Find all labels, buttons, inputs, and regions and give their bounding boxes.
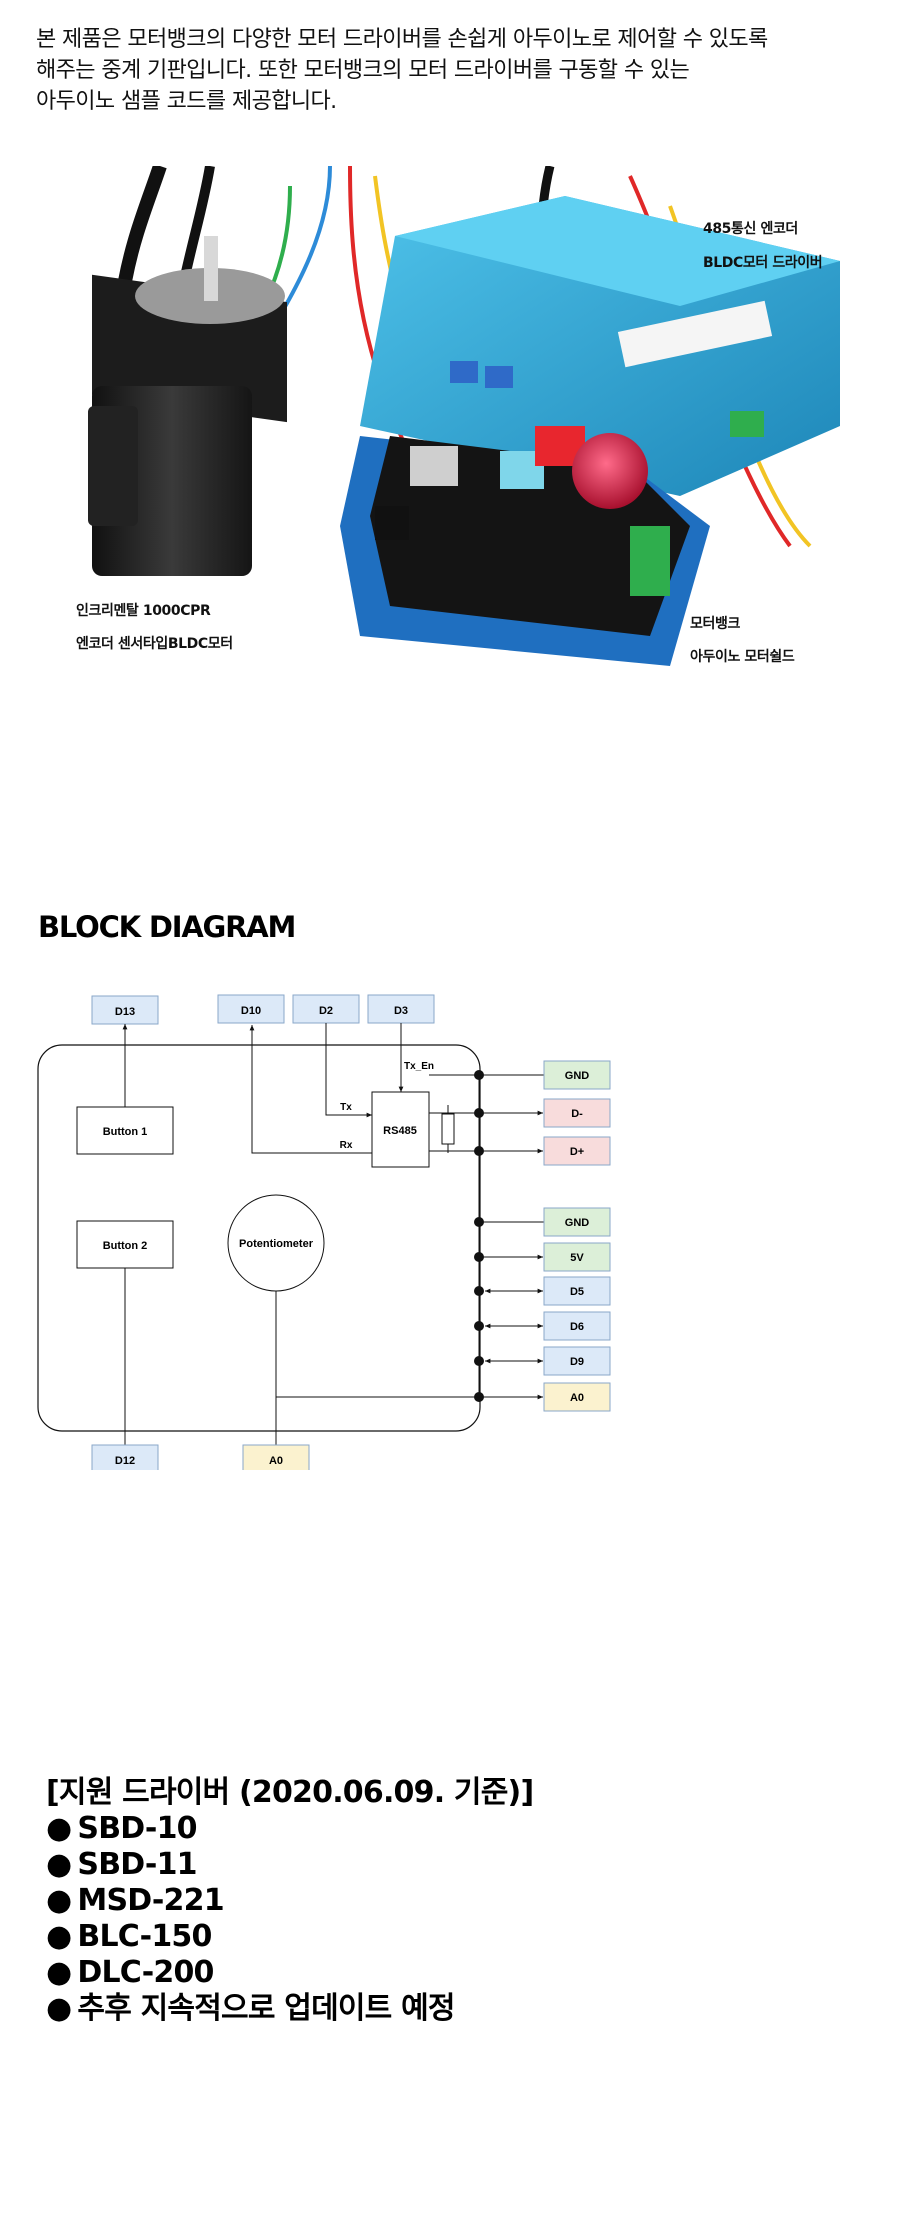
pin-d9: D9 — [474, 1346, 611, 1376]
pin-d-minus-label: D- — [571, 1108, 583, 1120]
driver-item: ●추후 지속적으로 업데이트 예정 — [46, 1991, 866, 2027]
intro-line-3: 아두이노 샘플 코드를 제공합니다. — [36, 89, 337, 114]
pin-d13-label: D13 — [115, 1006, 135, 1018]
motor-label-line-1: 인크리멘탈 1000CPR — [76, 603, 211, 619]
pin-gnd-1-label: GND — [565, 1070, 590, 1082]
block-diagram: D13 D10 D2 D3 Button 1 Button 2 Potentio… — [37, 994, 611, 1470]
pin-a0-bottom: A0 — [242, 1444, 310, 1470]
driver-item-label: BLC-150 — [77, 1919, 212, 1954]
driver-item-label: SBD-11 — [77, 1847, 197, 1882]
pin-d3: D3 — [367, 994, 435, 1024]
button-2-block: Button 2 — [76, 1220, 174, 1269]
bullet-icon: ● — [46, 1847, 72, 1882]
potentiometer-block: Potentiometer — [227, 1194, 325, 1292]
shield-label-line-2: 아두이노 모터쉴드 — [690, 649, 795, 665]
button-1-block: Button 1 — [76, 1106, 174, 1155]
driver-item: ●SBD-11 — [46, 1847, 866, 1883]
pin-gnd-2: GND — [474, 1207, 611, 1237]
pin-d12-label: D12 — [115, 1455, 135, 1467]
pin-5v-label: 5V — [570, 1252, 584, 1264]
pin-gnd-2-label: GND — [565, 1217, 590, 1229]
driver-item: ●BLC-150 — [46, 1919, 866, 1955]
pin-d-plus-label: D+ — [570, 1146, 584, 1158]
button-2-label: Button 2 — [103, 1240, 148, 1252]
pin-d12: D12 — [91, 1444, 159, 1470]
signal-rx: Rx — [340, 1140, 353, 1151]
intro-text: 본 제품은 모터뱅크의 다양한 모터 드라이버를 손쉽게 아두이노로 제어할 수… — [36, 24, 876, 117]
pin-a0-right-label: A0 — [570, 1392, 584, 1404]
bullet-icon: ● — [46, 1883, 72, 1918]
pin-d6: D6 — [474, 1311, 611, 1341]
pin-gnd-1: GND — [474, 1060, 611, 1090]
pin-d-plus: D+ — [474, 1136, 611, 1166]
signal-tx: Tx — [340, 1102, 352, 1113]
pin-d5-label: D5 — [570, 1286, 584, 1298]
board-outline — [37, 1044, 481, 1432]
driver-item-label: 추후 지속적으로 업데이트 예정 — [77, 1991, 455, 2026]
bullet-icon: ● — [46, 1811, 72, 1846]
termination-resistor — [441, 1113, 455, 1145]
intro-line-2: 해주는 중계 기판입니다. 또한 모터뱅크의 모터 드라이버를 구동할 수 있는 — [36, 58, 690, 83]
product-photo — [88, 166, 840, 666]
driver-item-label: MSD-221 — [77, 1883, 224, 1918]
pin-a0-bottom-label: A0 — [269, 1455, 283, 1467]
driver-label-line-1: 485통신 엔코더 — [703, 221, 798, 237]
driver-item-label: SBD-10 — [77, 1811, 197, 1846]
driver-item: ●DLC-200 — [46, 1955, 866, 1991]
bullet-icon: ● — [46, 1919, 72, 1954]
pin-d6-label: D6 — [570, 1321, 584, 1333]
driver-item-label: DLC-200 — [77, 1955, 214, 1990]
signal-tx-en: Tx_En — [404, 1061, 434, 1072]
block-diagram-title: BLOCK DIAGRAM — [38, 910, 296, 944]
driver-item: ●MSD-221 — [46, 1883, 866, 1919]
rs485-block: RS485 — [371, 1091, 430, 1168]
button-1-label: Button 1 — [103, 1126, 148, 1138]
pin-d9-label: D9 — [570, 1356, 584, 1368]
pin-d2: D2 — [292, 994, 360, 1024]
driver-item: ●SBD-10 — [46, 1811, 866, 1847]
intro-line-1: 본 제품은 모터뱅크의 다양한 모터 드라이버를 손쉽게 아두이노로 제어할 수… — [36, 27, 768, 52]
pin-d13: D13 — [91, 995, 159, 1025]
pin-d3-label: D3 — [394, 1005, 408, 1017]
supported-drivers-title: [지원 드라이버 (2020.06.09. 기준)] — [46, 1775, 534, 1810]
pin-d2-label: D2 — [319, 1005, 333, 1017]
pin-d5: D5 — [474, 1276, 611, 1306]
potentiometer-label: Potentiometer — [239, 1238, 314, 1250]
pin-d10-label: D10 — [241, 1005, 261, 1017]
rs485-label: RS485 — [383, 1125, 417, 1137]
supported-drivers: [지원 드라이버 (2020.06.09. 기준)] ●SBD-10 ●SBD-… — [46, 1775, 866, 2027]
pin-a0-right: A0 — [474, 1382, 611, 1412]
motor-label-line-2: 엔코더 센서타입BLDC모터 — [76, 636, 233, 652]
bullet-icon: ● — [46, 1991, 72, 2026]
shield-label-line-1: 모터뱅크 — [690, 616, 740, 632]
pin-d-minus: D- — [474, 1098, 611, 1128]
driver-label-line-2: BLDC모터 드라이버 — [703, 255, 823, 271]
pin-5v: 5V — [474, 1242, 611, 1272]
bullet-icon: ● — [46, 1955, 72, 1990]
pin-d10: D10 — [217, 994, 285, 1024]
